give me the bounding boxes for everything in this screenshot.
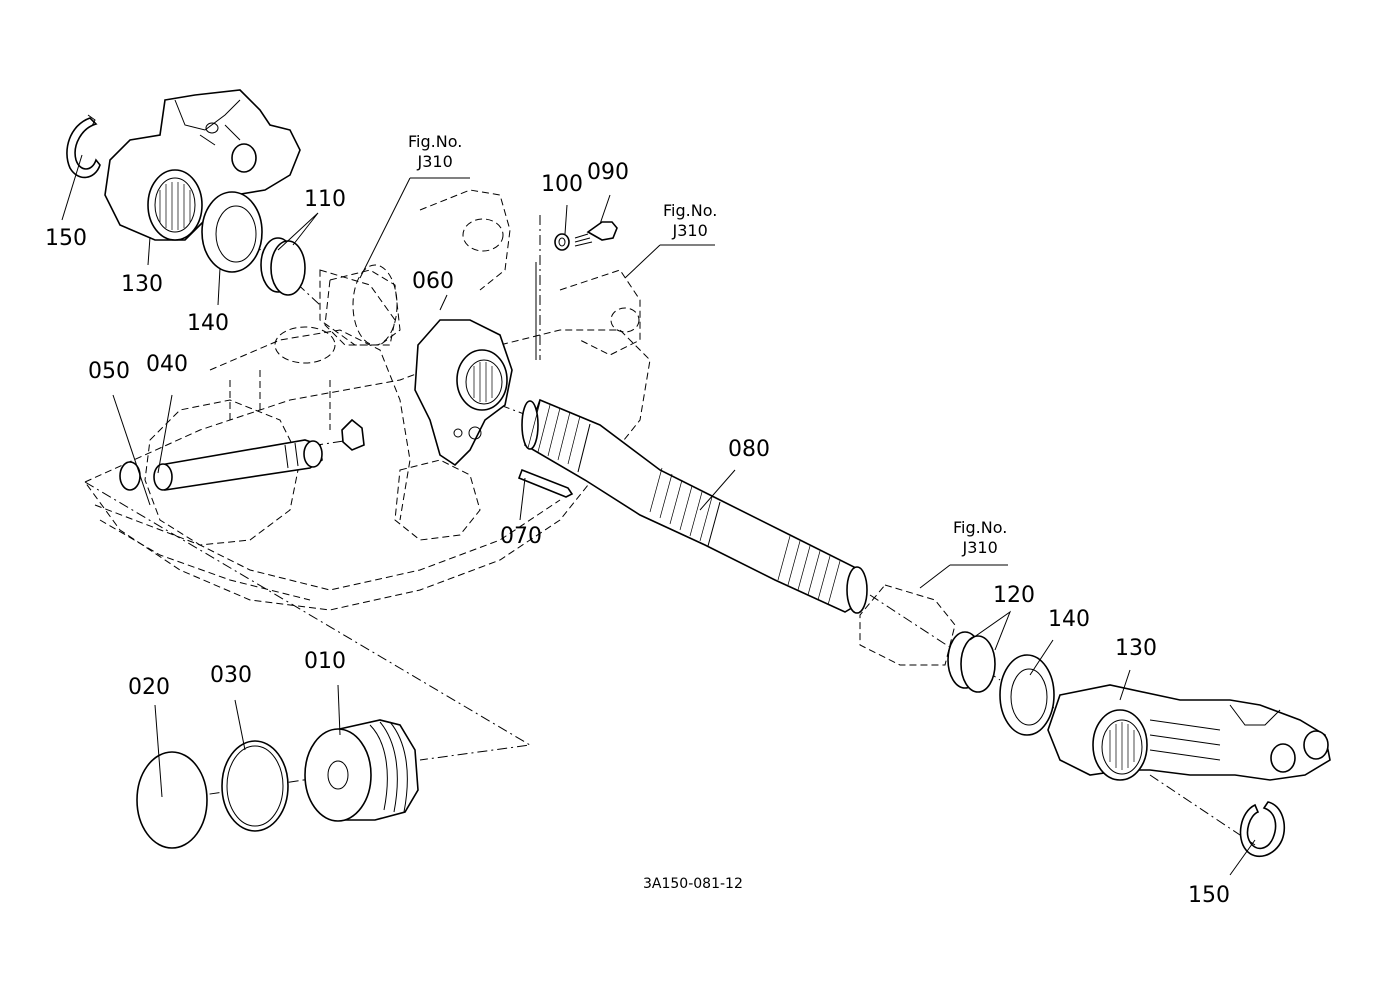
collar-140-top — [201, 191, 263, 273]
figure-ref-number: J310 — [962, 538, 998, 557]
callout-110: 110 — [304, 187, 346, 212]
figure-ref-label: Fig.No. — [663, 201, 718, 220]
bushing-bottom-phantom — [859, 584, 956, 666]
oring-030 — [221, 740, 289, 832]
callout-050: 050 — [88, 359, 130, 384]
figure-ref-number: J310 — [417, 152, 453, 171]
lift-arm-bottom — [1047, 684, 1331, 781]
figure-ref-label: Fig.No. — [953, 518, 1008, 537]
pin-070 — [517, 468, 574, 498]
callout-090: 090 — [587, 160, 629, 185]
figure-ref-top-right: Fig.No. J310 — [663, 201, 717, 241]
callout-020: 020 — [128, 675, 170, 700]
callout-140-bottom: 140 — [1048, 607, 1090, 632]
piston-rod-040 — [153, 439, 323, 491]
figure-ref-number: J310 — [672, 221, 708, 240]
callout-150-bottom: 150 — [1188, 883, 1230, 908]
bolt-090 — [574, 221, 618, 247]
circlip-150-bottom — [1239, 801, 1286, 858]
figure-ref-bottom: Fig.No. J310 — [953, 518, 1007, 558]
orings-120 — [947, 631, 996, 693]
callout-120: 120 — [993, 583, 1035, 608]
figure-ref-label: Fig.No. — [408, 132, 463, 151]
callout-010: 010 — [304, 649, 346, 674]
leader-lines — [61, 154, 1256, 876]
circlip-150-top — [66, 114, 101, 179]
callout-080: 080 — [728, 437, 770, 462]
bushing-top-phantom — [319, 269, 396, 346]
callout-140-top: 140 — [187, 311, 229, 336]
housing-phantom — [84, 189, 651, 611]
small-fitting — [341, 418, 365, 451]
collar-140-bottom — [999, 654, 1055, 736]
orings-110 — [260, 237, 306, 296]
drawing-code: 3A150-081-12 — [643, 876, 743, 892]
callout-150-top: 150 — [45, 226, 87, 251]
piston-010 — [304, 719, 419, 822]
callout-130-bottom: 130 — [1115, 636, 1157, 661]
callout-100: 100 — [541, 172, 583, 197]
washer-100 — [554, 233, 570, 251]
lift-arm-060 — [414, 319, 513, 467]
lift-arm-top — [104, 89, 301, 241]
backup-ring-020 — [136, 751, 208, 849]
callout-060: 060 — [412, 269, 454, 294]
callout-070: 070 — [500, 524, 542, 549]
figure-ref-top-left: Fig.No. J310 — [408, 132, 462, 172]
callout-040: 040 — [146, 352, 188, 377]
callout-030: 030 — [210, 663, 252, 688]
lift-shaft-080 — [521, 398, 868, 614]
callout-130-top: 130 — [121, 272, 163, 297]
